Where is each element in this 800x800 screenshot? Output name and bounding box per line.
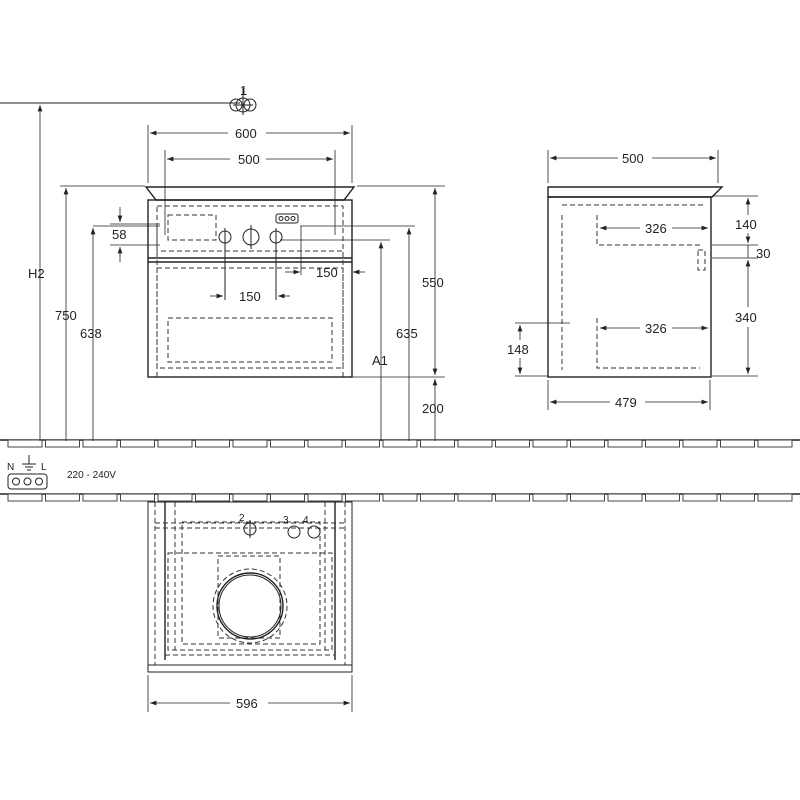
dim-326-top: 326	[645, 221, 667, 236]
dim-750: 750	[55, 308, 77, 323]
dim-a1: A1	[372, 353, 388, 368]
drain-circle	[216, 572, 284, 640]
floor-tile	[120, 493, 155, 502]
dim-340: 340	[735, 310, 757, 325]
neutral-label: N	[7, 462, 14, 473]
faucet-symbol	[229, 95, 257, 115]
dim-148: 148	[507, 342, 529, 357]
floor-tile	[120, 439, 155, 448]
floor-tile	[457, 493, 493, 502]
floor-tile	[157, 493, 193, 502]
floor-tile	[532, 493, 568, 502]
dim-500: 500	[238, 152, 260, 167]
floor-tile	[420, 493, 455, 502]
floor-line	[0, 439, 800, 448]
socket-icon	[7, 473, 48, 490]
floor-tile	[232, 493, 268, 502]
floor-tile	[570, 439, 605, 448]
pipe-connections	[218, 225, 283, 300]
callout-1: 1	[240, 83, 247, 98]
floor-tile	[420, 439, 455, 448]
dim-200: 200	[422, 401, 444, 416]
floor-tile	[682, 493, 718, 502]
floor-tile	[495, 493, 530, 502]
dim-140: 140	[735, 217, 757, 232]
floor-tile	[570, 493, 605, 502]
front-view: 1 600 500 150 150 H2 750	[0, 83, 445, 441]
dim-596: 596	[236, 696, 258, 711]
dim-635: 635	[396, 326, 418, 341]
dim-h2: H2	[28, 266, 45, 281]
floor-tile	[195, 439, 230, 448]
live-label: L	[41, 462, 47, 473]
floor-tile	[495, 439, 530, 448]
side-body	[547, 196, 712, 378]
callout-4: 4	[303, 515, 309, 526]
floor-tile	[45, 493, 80, 502]
floor-tile	[532, 439, 568, 448]
floor-tile	[607, 439, 643, 448]
voltage-label: 220 - 240V	[67, 470, 116, 481]
countertop	[144, 186, 356, 201]
callout-3: 3	[283, 515, 289, 526]
floor-tile	[7, 493, 43, 502]
floor-tile	[345, 493, 380, 502]
floor-tile	[757, 493, 793, 502]
floor-tile	[645, 493, 680, 502]
dim-638: 638	[80, 326, 102, 341]
dim-600: 600	[235, 126, 257, 141]
floor-tile	[682, 439, 718, 448]
dim-550: 550	[422, 275, 444, 290]
floor-tile	[157, 439, 193, 448]
floor-tile	[232, 439, 268, 448]
floor-tile	[382, 493, 418, 502]
floor-tile	[307, 439, 343, 448]
dim-150-right: 150	[316, 265, 338, 280]
cabinet-body	[147, 199, 353, 378]
floor-tile	[270, 493, 305, 502]
floor-tile	[82, 493, 118, 502]
callout-2: 2	[239, 513, 245, 524]
floor-tile	[270, 439, 305, 448]
floor-tile	[457, 439, 493, 448]
floor-tile	[720, 439, 755, 448]
electrical-legend: N L 220 - 240V	[7, 455, 116, 490]
floor-tile	[195, 493, 230, 502]
floor-tile	[45, 439, 80, 448]
floor-tile	[645, 439, 680, 448]
floor-tile	[345, 439, 380, 448]
dim-500-depth: 500	[622, 151, 644, 166]
dim-150-bottom: 150	[239, 289, 261, 304]
floor-tile	[757, 439, 793, 448]
side-view: 500 326 326 140 30 340 148 479	[507, 150, 770, 410]
floor-tile	[720, 493, 755, 502]
floor-tile	[82, 439, 118, 448]
dim-30: 30	[756, 246, 770, 261]
floor-tile	[382, 439, 418, 448]
socket-symbol	[275, 213, 299, 224]
floor-tile	[7, 439, 43, 448]
top-view: 2 3 4 596	[147, 501, 353, 712]
floor-tile	[307, 493, 343, 502]
dim-479: 479	[615, 395, 637, 410]
dim-58: 58	[112, 227, 126, 242]
ground-icon	[22, 455, 36, 471]
dim-326-bottom: 326	[645, 321, 667, 336]
wall-line	[0, 493, 800, 502]
floor-tile	[607, 493, 643, 502]
